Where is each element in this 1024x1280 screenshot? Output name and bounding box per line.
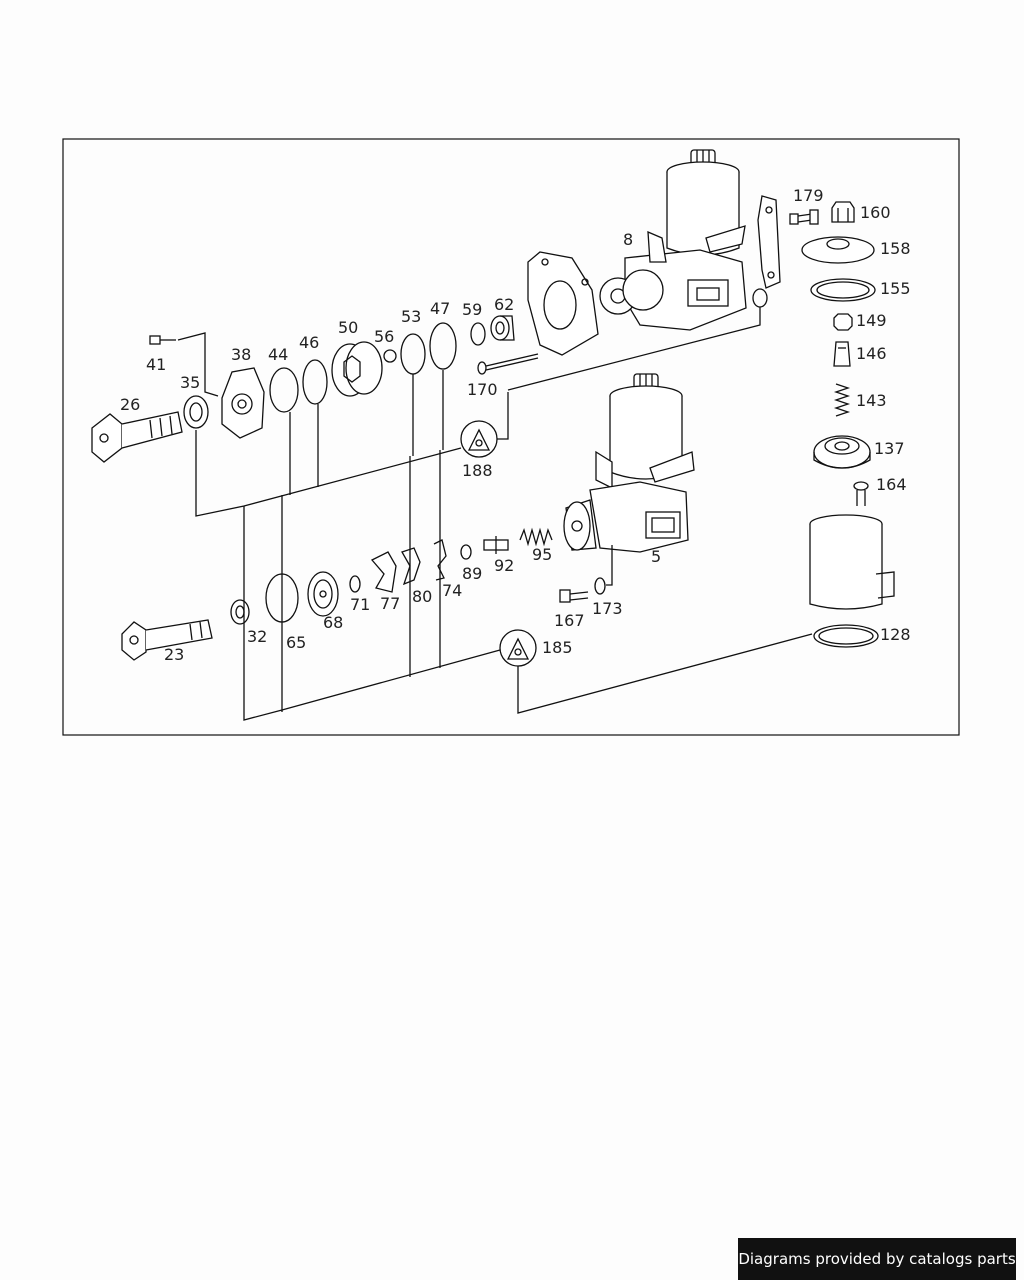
- label-77: 77: [380, 594, 400, 613]
- mounting-bracket: [527, 251, 599, 356]
- label-47: 47: [430, 299, 450, 318]
- oring-53: [400, 333, 426, 375]
- label-44: 44: [268, 345, 288, 364]
- rotor-38: [221, 367, 265, 439]
- label-62: 62: [494, 295, 514, 314]
- bolt-170: [477, 353, 539, 375]
- leader-upper: [507, 307, 761, 391]
- pump-upper-8: [599, 149, 747, 331]
- label-65: 65: [286, 633, 306, 652]
- plate-68: [307, 571, 339, 617]
- leader-41: [177, 332, 219, 397]
- diagram-frame: [62, 138, 960, 736]
- label-8: 8: [623, 230, 633, 249]
- bolt-179: [789, 209, 819, 225]
- label-50: 50: [338, 318, 358, 337]
- part-89: [460, 544, 472, 560]
- label-160: 160: [860, 203, 891, 222]
- leaders-185: [243, 450, 813, 721]
- label-46: 46: [299, 333, 319, 352]
- label-35: 35: [180, 373, 200, 392]
- spring-clip-74: [433, 539, 447, 581]
- oring-47: [429, 322, 457, 370]
- bearing-32: [230, 599, 250, 625]
- repair-kit-185-icon: [499, 629, 537, 667]
- cap-158: [801, 236, 875, 264]
- screw-164: [853, 481, 869, 506]
- oring-44: [269, 367, 299, 413]
- label-92: 92: [494, 556, 514, 575]
- label-74: 74: [442, 581, 462, 600]
- small-seal-ring: [752, 288, 768, 308]
- label-68: 68: [323, 613, 343, 632]
- drive-shaft-23: [121, 619, 213, 661]
- label-56: 56: [374, 327, 394, 346]
- label-53: 53: [401, 307, 421, 326]
- label-95: 95: [532, 545, 552, 564]
- screw-167: [559, 589, 589, 603]
- screw-41: [149, 335, 176, 345]
- nut-160: [831, 201, 855, 223]
- reservoir-housing: [809, 514, 895, 610]
- label-185: 185: [542, 638, 573, 657]
- label-173: 173: [592, 599, 623, 618]
- footer-credit-badge: Diagrams provided by catalogs parts: [738, 1238, 1016, 1280]
- pump-lower-5: [563, 373, 695, 553]
- bushing-62: [490, 315, 515, 341]
- spring-95: [519, 527, 553, 547]
- label-179: 179: [793, 186, 824, 205]
- label-23: 23: [164, 645, 184, 664]
- drive-shaft-26: [91, 411, 183, 463]
- nut-149: [833, 313, 853, 331]
- label-149: 149: [856, 311, 887, 330]
- valve-92: [483, 536, 509, 554]
- vane-80: [401, 547, 421, 586]
- vane-77: [370, 551, 397, 593]
- cam-ring-50: [331, 341, 383, 397]
- label-146: 146: [856, 344, 887, 363]
- upper-bracket-plate: [757, 195, 781, 289]
- label-32: 32: [247, 627, 267, 646]
- leaders-188: [195, 370, 509, 517]
- label-80: 80: [412, 587, 432, 606]
- label-137: 137: [874, 439, 905, 458]
- label-158: 158: [880, 239, 911, 258]
- label-38: 38: [231, 345, 251, 364]
- label-71: 71: [350, 595, 370, 614]
- label-170: 170: [467, 380, 498, 399]
- washer-173: [594, 577, 606, 595]
- part-labels: 5 8 23 26 32 35 38 41 44 46 47 50 53 56 …: [120, 186, 911, 664]
- label-41: 41: [146, 355, 166, 374]
- oring-128: [813, 624, 879, 648]
- label-59: 59: [462, 300, 482, 319]
- washer-59: [470, 322, 486, 346]
- spring-143: [833, 383, 851, 417]
- bearing-35: [183, 395, 209, 429]
- valve-disc-137: [813, 435, 871, 469]
- repair-kit-188-icon: [460, 420, 498, 458]
- label-5: 5: [651, 547, 661, 566]
- label-128: 128: [880, 625, 911, 644]
- label-143: 143: [856, 391, 887, 410]
- label-155: 155: [880, 279, 911, 298]
- label-89: 89: [462, 564, 482, 583]
- label-26: 26: [120, 395, 140, 414]
- label-164: 164: [876, 475, 907, 494]
- oring-46: [302, 359, 328, 405]
- ring-56: [383, 349, 397, 363]
- valve-146: [833, 341, 851, 367]
- circlip-71: [349, 575, 361, 593]
- leader-lower-pump: [606, 545, 613, 586]
- label-188: 188: [462, 461, 493, 480]
- label-167: 167: [554, 611, 585, 630]
- seal-155: [810, 278, 876, 302]
